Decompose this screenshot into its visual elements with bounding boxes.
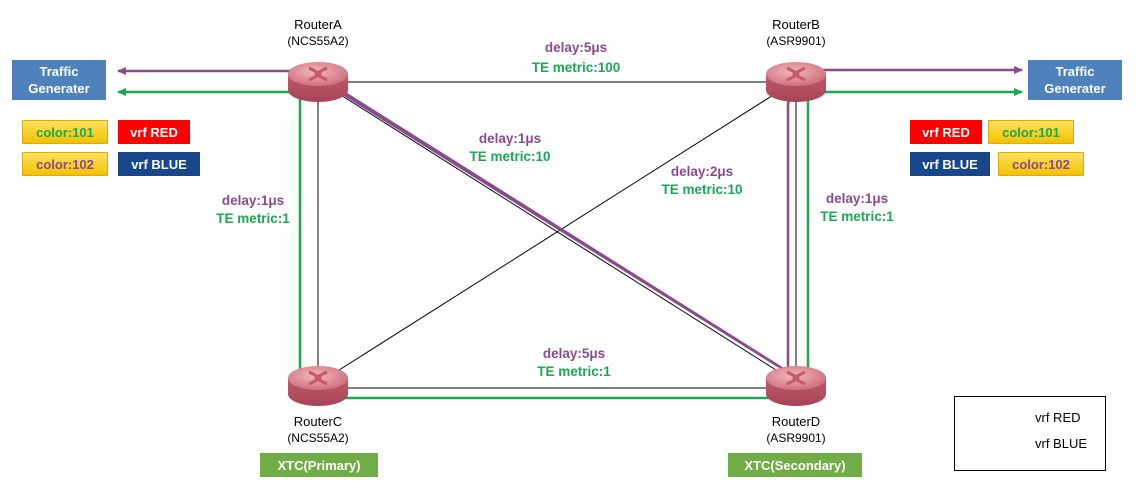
xtc-secondary: XTC(Secondary) <box>728 453 862 477</box>
router-a-model: (NCS55A2) <box>287 34 349 48</box>
link-ad-delay: delay:1μs <box>478 131 542 146</box>
router-a-name: RouterA <box>294 17 342 32</box>
traffic-generator-left-line2: Generater <box>28 81 90 96</box>
link-bc-delay: delay:2μs <box>670 164 734 179</box>
link-b-c <box>335 91 779 373</box>
traffic-generator-left-line1: Traffic <box>39 64 79 79</box>
legend-red-label: vrf RED <box>1035 410 1081 425</box>
link-ac-metric: TE metric:1 <box>216 211 290 226</box>
router-d-name: RouterD <box>771 414 821 429</box>
tag-color-101-left: color:101 <box>22 120 108 144</box>
tag-vrf-red-left: vrf RED <box>118 120 190 144</box>
router-b-model: (ASR9901) <box>766 34 826 48</box>
link-cd-metric: TE metric:1 <box>537 364 611 379</box>
tag-vrf-blue-left: vrf BLUE <box>118 152 200 176</box>
link-ad-metric: TE metric:10 <box>469 149 551 164</box>
link-bc-label: delay:2μs TE metric:10 <box>642 164 762 198</box>
tag-vrf-red-right: vrf RED <box>910 120 982 144</box>
legend-blue-label: vrf BLUE <box>1035 436 1088 451</box>
traffic-generator-right-line2: Generater <box>1044 81 1106 96</box>
link-bd-metric: TE metric:1 <box>820 209 894 224</box>
tag-color-102-left: color:102 <box>22 152 108 176</box>
legend-blue-row: vrf BLUE <box>1035 436 1087 451</box>
router-b-name: RouterB <box>772 17 820 32</box>
tag-color-102-right: color:102 <box>998 152 1084 176</box>
link-ab-metric: TE metric:100 <box>531 60 621 75</box>
router-c-icon <box>286 364 350 408</box>
tag-color-101-right: color:101 <box>988 120 1074 144</box>
router-c-model: (NCS55A2) <box>287 431 349 445</box>
traffic-generator-right: Traffic Generater <box>1028 60 1122 100</box>
legend-red-row: vrf RED <box>1035 410 1081 425</box>
link-cd-delay: delay:5μs <box>542 346 606 361</box>
router-a-icon <box>286 60 350 104</box>
physical-links <box>317 81 797 389</box>
link-ac-label: delay:1μs TE metric:1 <box>198 193 308 227</box>
link-bd-delay: delay:1μs <box>825 191 889 206</box>
tag-vrf-blue-right: vrf BLUE <box>910 152 990 176</box>
router-b-label: RouterB (ASR9901) <box>746 17 846 49</box>
xtc-primary: XTC(Primary) <box>260 453 378 477</box>
link-ab-label: delay:5μs TE metric:100 <box>516 40 636 76</box>
router-c-name: RouterC <box>293 414 343 429</box>
link-bc-metric: TE metric:10 <box>661 182 743 197</box>
router-d-model: (ASR9901) <box>766 431 826 445</box>
router-c-label: RouterC (NCS55A2) <box>268 414 368 446</box>
link-cd-label: delay:5μs TE metric:1 <box>514 346 634 380</box>
router-d-icon <box>764 364 828 408</box>
legend: vrf RED vrf BLUE <box>954 396 1106 471</box>
traffic-generator-left: Traffic Generater <box>12 60 106 100</box>
router-a-label: RouterA (NCS55A2) <box>268 17 368 49</box>
link-a-d <box>335 91 777 371</box>
link-ad-label: delay:1μs TE metric:10 <box>450 131 570 165</box>
link-ac-delay: delay:1μs <box>221 193 285 208</box>
router-b-icon <box>764 60 828 104</box>
link-ab-delay: delay:5μs <box>544 40 608 55</box>
link-bd-label: delay:1μs TE metric:1 <box>802 191 912 225</box>
router-d-label: RouterD (ASR9901) <box>746 414 846 446</box>
traffic-generator-right-line1: Traffic <box>1055 64 1095 79</box>
